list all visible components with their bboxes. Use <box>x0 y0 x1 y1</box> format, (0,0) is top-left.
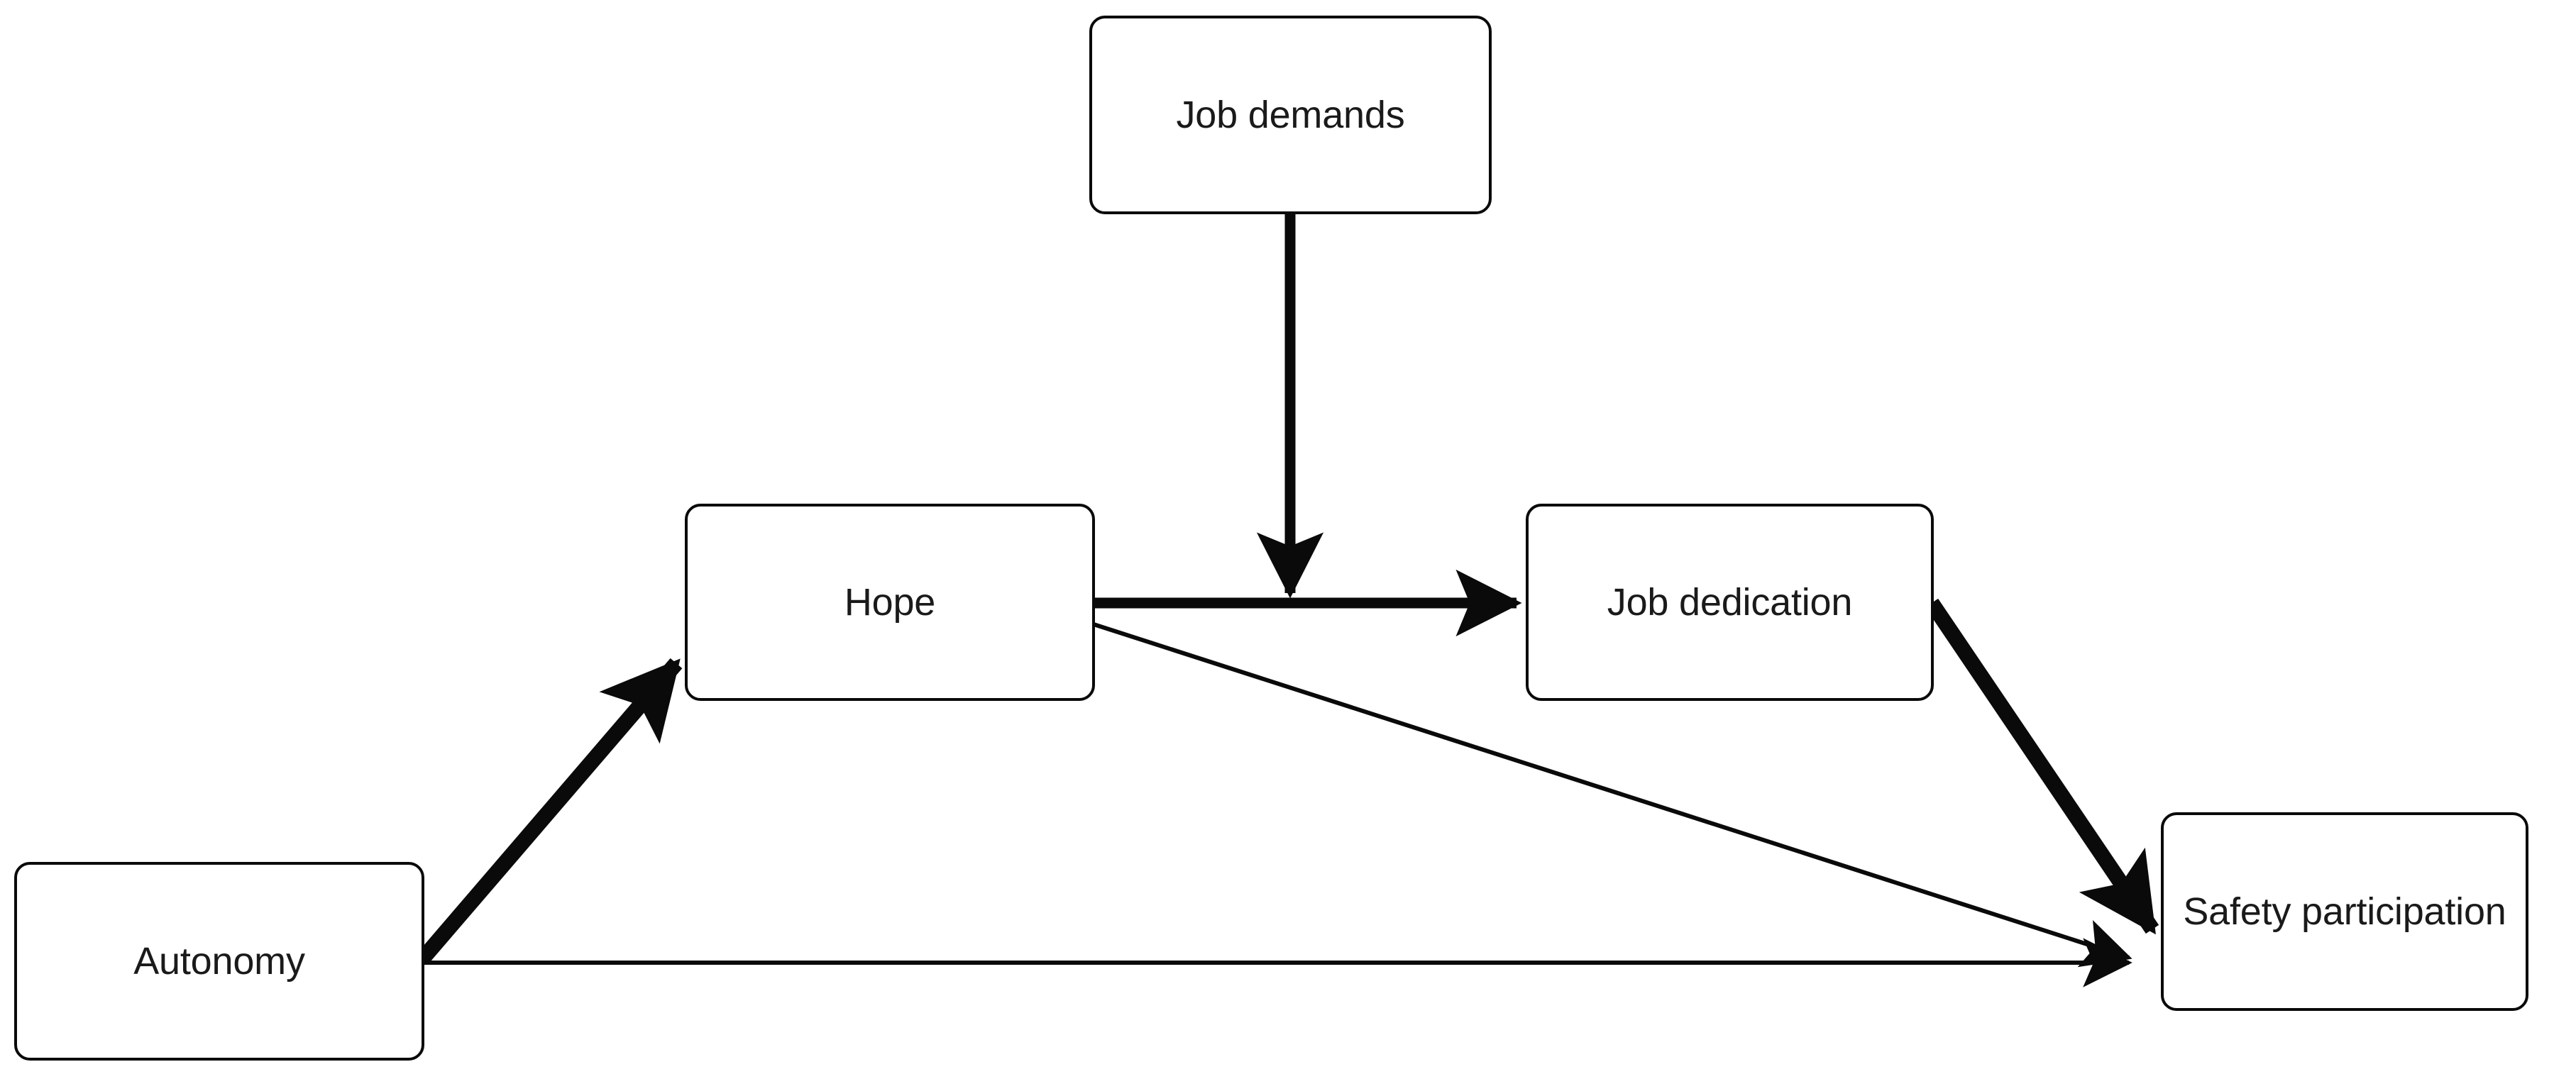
node-label-job-demands: Job demands <box>1176 93 1405 136</box>
edge-job-dedication-to-safety <box>1925 598 2159 935</box>
edge-hope-to-safety <box>1093 622 2132 968</box>
node-job-demands[interactable]: Job demands <box>1089 16 1492 214</box>
node-safety-participation[interactable]: Safety participation <box>2161 812 2528 1011</box>
node-autonomy[interactable]: Autonomy <box>14 862 424 1061</box>
node-label-safety-participation: Safety participation <box>2183 890 2506 933</box>
node-hope[interactable]: Hope <box>685 504 1095 701</box>
node-label-job-dedication: Job dedication <box>1607 580 1853 624</box>
node-label-autonomy: Autonomy <box>133 939 305 983</box>
edge-autonomy-to-hope <box>416 658 683 965</box>
node-label-hope: Hope <box>844 580 936 624</box>
node-job-dedication[interactable]: Job dedication <box>1526 504 1934 701</box>
